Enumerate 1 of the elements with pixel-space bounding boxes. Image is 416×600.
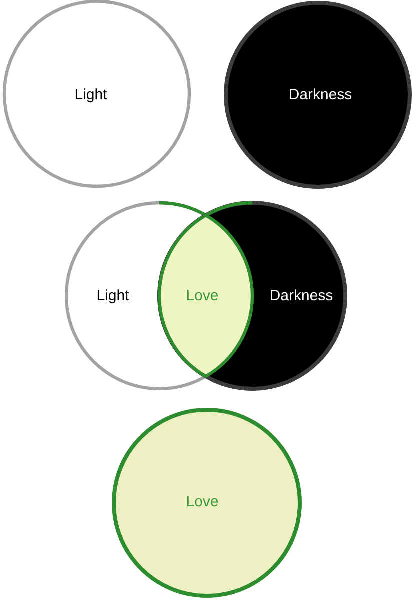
overlap-region: Love	[158, 214, 254, 378]
